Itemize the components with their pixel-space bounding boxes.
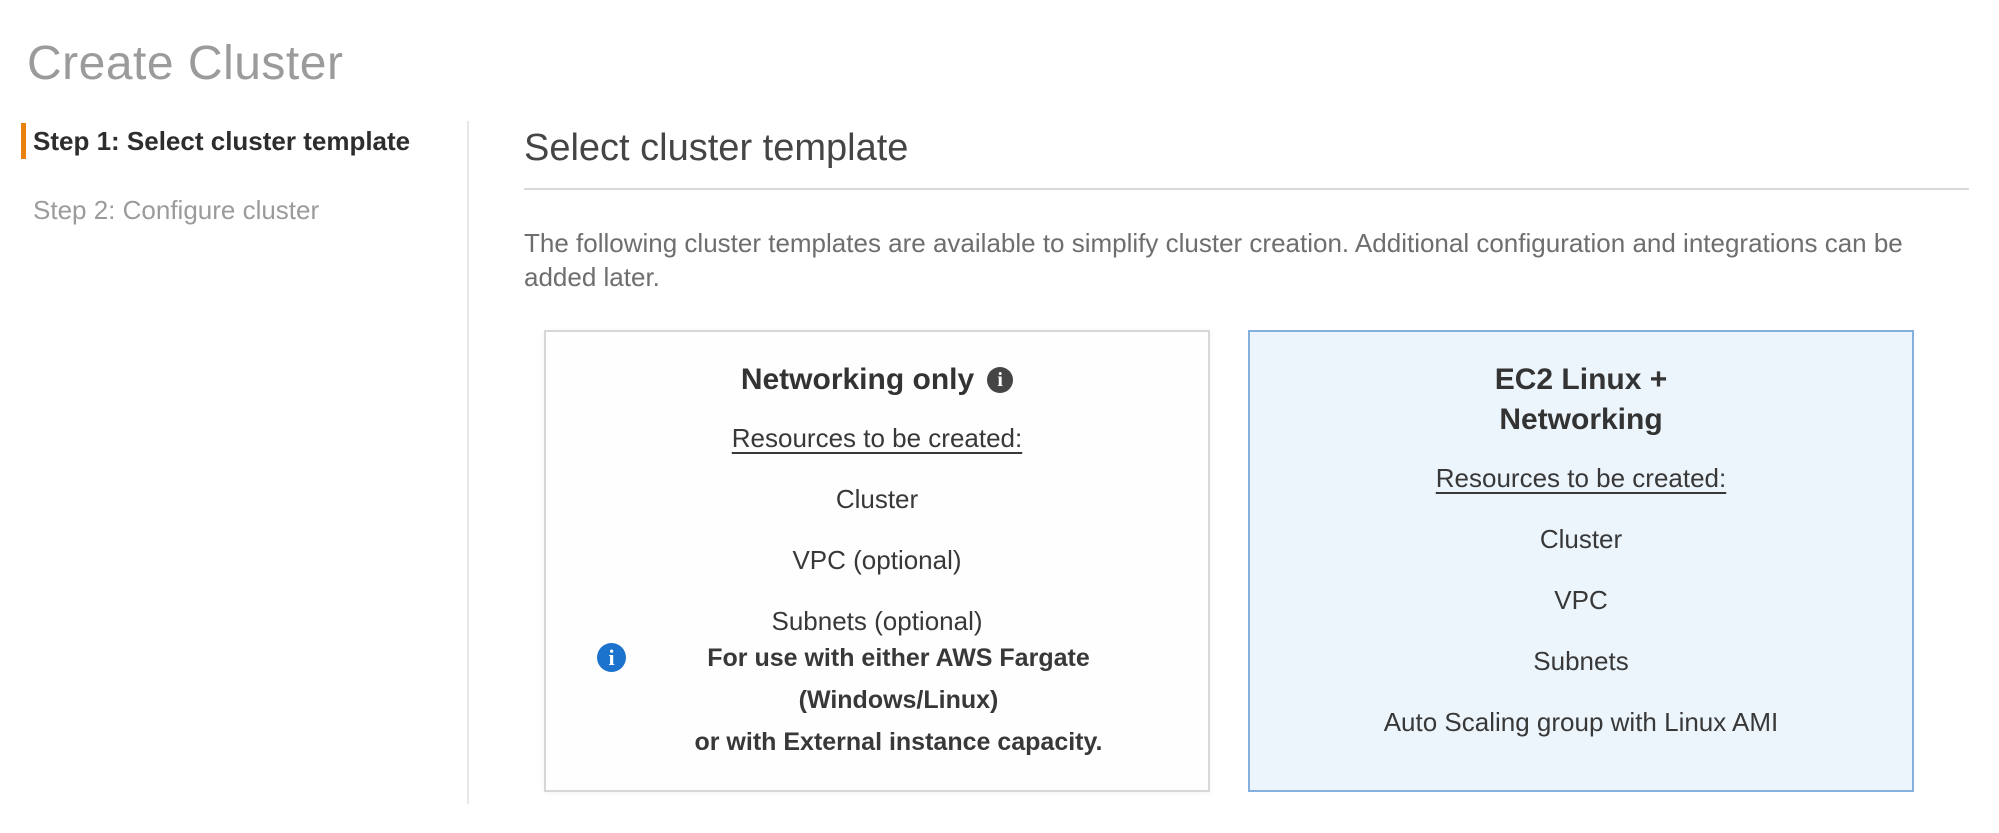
resource-item: VPC <box>1554 585 1608 615</box>
resource-item: Auto Scaling group with Linux AMI <box>1383 707 1779 737</box>
card-footnote-text: For use with either AWS Fargate (Windows… <box>640 637 1157 763</box>
card-title-text: Networking only <box>740 363 975 396</box>
card-title-text: EC2 Linux + Networking <box>1495 360 1668 440</box>
resource-item: Cluster <box>1539 524 1623 554</box>
card-ec2-linux-networking[interactable]: EC2 Linux + Networking Resources to be c… <box>1248 330 1914 792</box>
heading-divider <box>524 188 1969 190</box>
resource-item: Cluster <box>835 484 919 514</box>
card-footnote-line: or with External instance capacity. <box>694 728 1103 756</box>
card-footnote-line: For use with either AWS Fargate (Windows… <box>707 644 1090 714</box>
resources-heading: Resources to be created: <box>731 423 1023 453</box>
resource-item: Subnets <box>1533 646 1629 676</box>
info-icon: i <box>597 643 626 672</box>
section-description: The following cluster templates are avai… <box>524 228 1903 292</box>
card-title-line: Networking <box>1499 403 1663 436</box>
card-title-row: Networking only i <box>740 360 1014 400</box>
card-title-line: EC2 Linux + <box>1494 363 1668 396</box>
resource-item: Subnets (optional) <box>771 606 983 636</box>
section-heading: Select cluster template <box>524 127 909 169</box>
wizard-steps-sidebar: Step 1: Select cluster template Step 2: … <box>0 121 467 804</box>
card-footnote: i For use with either AWS Fargate (Windo… <box>597 637 1157 763</box>
resources-heading: Resources to be created: <box>1435 463 1727 493</box>
content-row: Step 1: Select cluster template Step 2: … <box>0 121 1999 804</box>
step-2-configure-cluster[interactable]: Step 2: Configure cluster <box>33 195 320 225</box>
step-1-select-cluster-template[interactable]: Step 1: Select cluster template <box>21 123 467 159</box>
resource-item: VPC (optional) <box>792 545 962 575</box>
card-networking-only[interactable]: Networking only i Resources to be create… <box>544 330 1210 792</box>
page-title: Create Cluster <box>27 37 344 90</box>
cluster-template-cards: Networking only i Resources to be create… <box>544 330 1969 792</box>
card-title-row: EC2 Linux + Networking <box>1495 360 1668 440</box>
main-panel: Select cluster template The following cl… <box>467 121 1999 804</box>
info-icon[interactable]: i <box>987 367 1014 393</box>
